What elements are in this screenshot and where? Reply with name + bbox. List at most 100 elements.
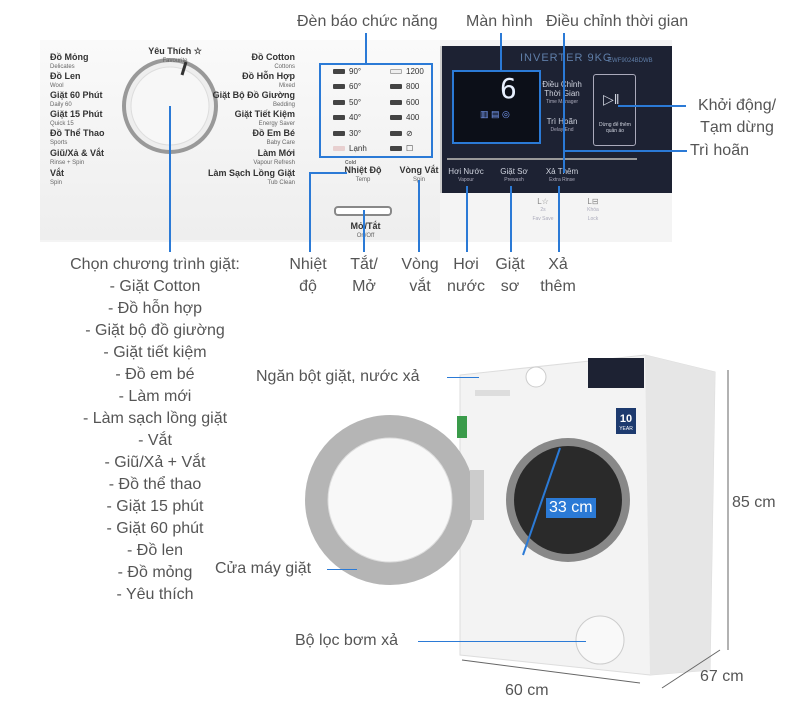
program-list-item: - Giặt bộ đồ giường <box>85 322 225 339</box>
favourite-en: Favourite <box>162 58 188 64</box>
program-name-vi: Đồ Thể Thao <box>50 128 105 138</box>
program-title: Chọn chương trình giặt: <box>70 256 240 273</box>
led-light <box>333 69 345 74</box>
annotation-door: Cửa máy giặt <box>215 560 312 577</box>
temp-value: 50° <box>349 98 362 107</box>
model-code: EWF9024BDWB <box>608 58 653 64</box>
leader-line <box>500 33 502 70</box>
program-name-en: Wool <box>50 83 64 89</box>
led-light <box>333 131 345 136</box>
detergent-drawer-handle <box>475 390 510 396</box>
s1: Vòng <box>401 256 439 273</box>
program-name-en: Delicates <box>50 64 75 70</box>
program-name-vi: Giặt 60 Phút <box>50 90 103 100</box>
program-name-vi: Đồ Mỏng <box>50 52 89 62</box>
drum-diameter-badge: 33 cm <box>546 498 596 518</box>
favourite-vi: Yêu Thích ☆ <box>148 46 202 56</box>
pump-filter-cover[interactable] <box>575 615 625 665</box>
t2: độ <box>299 278 317 295</box>
leader-line <box>563 150 687 152</box>
leader-line <box>309 172 347 174</box>
spin-vi: Vòng Vắt <box>399 165 439 175</box>
program-name-vi: Vắt <box>50 168 65 178</box>
power-vi: Mở/Tắt <box>350 221 381 231</box>
spin-indicator: 400 <box>390 113 419 122</box>
temp-vi: Nhiệt Độ <box>344 165 382 175</box>
led-light <box>333 146 345 151</box>
start-pause-line1: Khởi động/ <box>697 97 777 114</box>
steam-en: Vapour <box>458 177 474 183</box>
program-name-en: Rinse + Spin <box>50 160 85 166</box>
program-name-vi: Đồ Len <box>50 71 81 81</box>
temp-value: Lạnh <box>349 144 367 153</box>
mini-dial <box>525 366 547 388</box>
program-list-item: - Đồ em bé <box>115 366 195 383</box>
spin-value: ☐ <box>406 144 414 153</box>
program-list-item: - Đồ len <box>126 542 184 559</box>
annotation-power: Tắt/Mở <box>340 254 388 298</box>
extra-rinse-en: Extra Rinse <box>549 177 575 183</box>
temp-button[interactable]: Nhiệt Độ Temp <box>338 165 388 185</box>
program-name-vi: Giũ/Xả & Vắt <box>50 148 105 158</box>
temp-indicator: 40° <box>333 113 361 122</box>
h1: Hơi <box>453 256 479 273</box>
spin-indicator: 600 <box>390 98 419 107</box>
dimension-depth: 67 cm <box>700 668 744 685</box>
temp-indicator: Lạnh <box>333 144 367 153</box>
program-list-item: - Đồ hỗn hợp <box>107 300 203 317</box>
door-glass <box>327 437 453 563</box>
fav-hold: 2s <box>540 207 546 213</box>
display-screen <box>452 70 541 144</box>
temp-value: 40° <box>349 113 362 122</box>
play-pause-icon: ▷‖ <box>603 91 620 107</box>
led-light <box>333 100 345 105</box>
temp-en: Temp <box>355 177 371 183</box>
leader-line <box>327 569 357 570</box>
star-icon: L☆ <box>537 197 549 206</box>
spin-indicator: ☐ <box>390 144 413 153</box>
delay-en: Delay End <box>550 127 574 133</box>
led-light <box>390 146 402 151</box>
g2: sơ <box>500 278 520 295</box>
program-name-en: Mixed <box>278 83 295 89</box>
leader-line <box>418 180 420 252</box>
lock-vi: Khóa <box>587 207 599 213</box>
start-pause-button[interactable] <box>593 74 636 146</box>
warranty-text: YEAR <box>619 426 633 432</box>
led-light <box>390 84 402 89</box>
drum-diameter-line <box>522 447 561 556</box>
led-light <box>333 84 345 89</box>
warranty-badge <box>616 408 636 434</box>
program-name-vi: Giặt Tiết Kiệm <box>234 109 295 119</box>
spin-value: 1200 <box>406 67 424 76</box>
indicator-box <box>319 63 433 158</box>
dimension-height: 85 cm <box>732 494 776 511</box>
door-hinge <box>470 470 484 520</box>
time-manager-en: Time Manager <box>545 99 579 105</box>
mini-display-panel <box>588 358 644 388</box>
program-name-en: Spin <box>50 180 63 186</box>
machine-side <box>645 355 715 675</box>
program-name-en: Quick 15 <box>50 121 74 127</box>
